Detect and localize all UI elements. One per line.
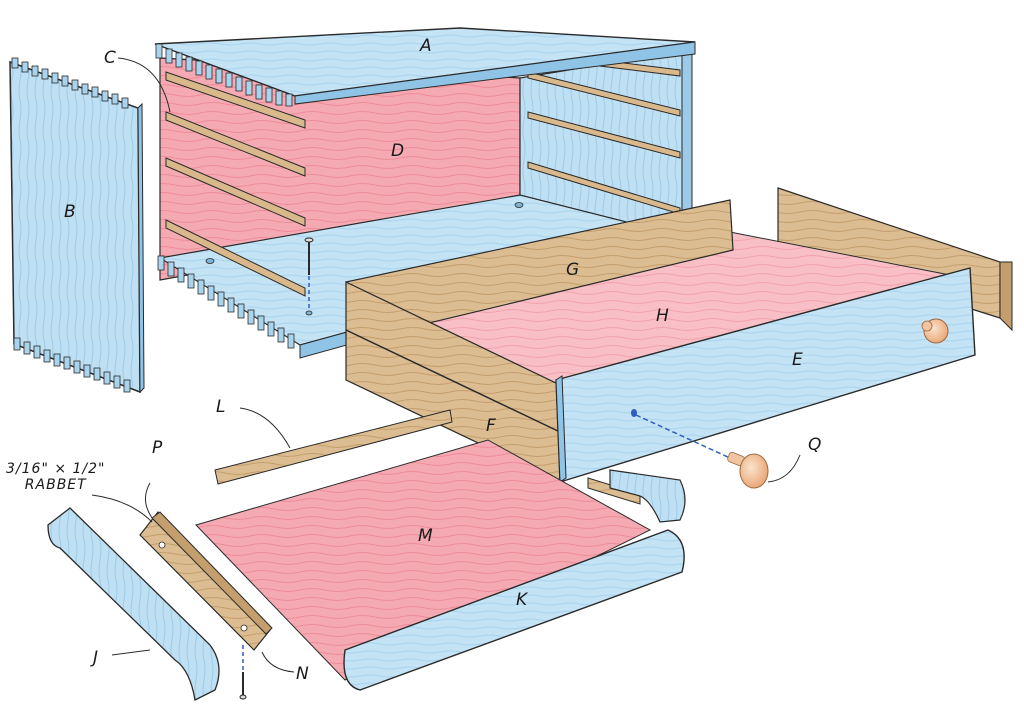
label-p: P: [152, 438, 163, 458]
leader-lines: [91, 57, 801, 673]
label-c: C: [104, 48, 116, 68]
right-leg: [609, 469, 686, 523]
drawer-front-e: [555, 267, 976, 483]
rabbet-annotation: 3/16" × 1/2" RABBET: [6, 461, 105, 493]
rabbet-label: RABBET: [24, 477, 87, 493]
panel-m: [195, 439, 652, 681]
cleat-p: [139, 511, 273, 651]
top-panel-a: [154, 27, 696, 107]
cleat-screw: [239, 645, 247, 700]
label-b: B: [64, 202, 76, 222]
drawer-runners-c: [165, 71, 306, 297]
front-rail-k: [343, 529, 685, 691]
label-a: A: [420, 36, 432, 56]
label-d: D: [391, 141, 405, 161]
label-h: H: [656, 306, 669, 326]
label-q: Q: [808, 435, 822, 455]
label-l: L: [216, 397, 226, 417]
label-f: F: [486, 416, 496, 436]
label-g: G: [566, 260, 580, 280]
label-k: K: [516, 590, 528, 610]
drawer-knob-q: [635, 414, 769, 489]
rabbet-dimensions: 3/16" × 1/2": [6, 461, 106, 477]
label-n: N: [296, 664, 309, 684]
side-panel-b: [9, 57, 145, 394]
case-screw: [304, 237, 314, 316]
label-e: E: [792, 350, 803, 370]
label-j: J: [93, 648, 99, 668]
label-m: M: [418, 526, 433, 546]
left-leg-j: [47, 507, 220, 701]
